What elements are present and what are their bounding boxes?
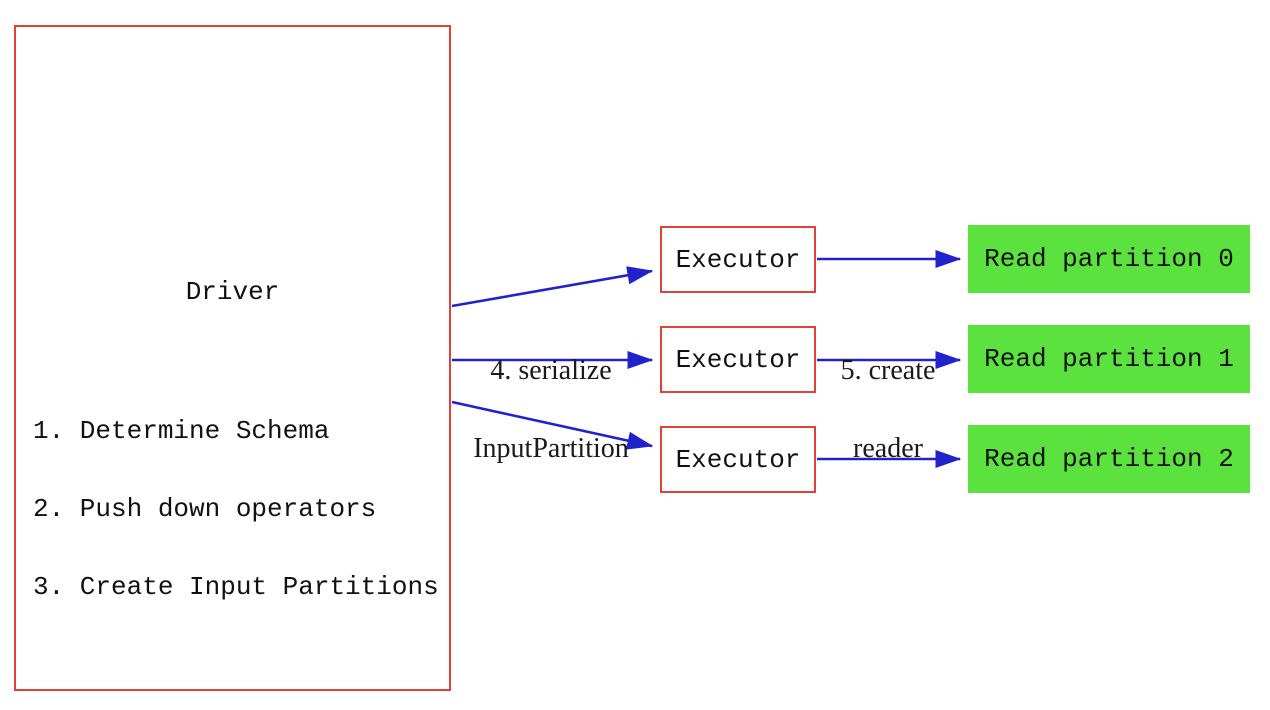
- driver-title: Driver: [185, 277, 280, 307]
- executor-box-0: Executor: [660, 226, 816, 293]
- driver-box: Driver 1. Determine Schema 2. Push down …: [14, 25, 451, 691]
- serialize-label-line1: 4. serialize: [490, 355, 612, 386]
- executor-label-1: Executor: [675, 344, 801, 375]
- partition-label-0: Read partition 0: [984, 244, 1234, 274]
- executor-label-2: Executor: [675, 444, 801, 475]
- partition-label-1: Read partition 1: [984, 344, 1234, 374]
- partition-box-2: Read partition 2: [968, 425, 1250, 493]
- executor-box-2: Executor: [660, 426, 816, 493]
- create-reader-label: 5. create reader: [841, 306, 936, 514]
- executor-label-0: Executor: [675, 244, 801, 275]
- serialize-inputpartition-label: 4. serialize InputPartition: [473, 306, 629, 514]
- arrow-driver-to-executor-0: [451, 266, 654, 308]
- serialize-label-line2: InputPartition: [473, 433, 629, 464]
- driver-step-3: 3. Create Input Partitions: [33, 572, 439, 602]
- driver-steps: 1. Determine Schema 2. Push down operato…: [33, 366, 439, 652]
- create-reader-label-line2: reader: [853, 433, 923, 464]
- driver-step-1: 1. Determine Schema: [33, 416, 330, 446]
- create-reader-label-line1: 5. create: [840, 355, 936, 386]
- driver-step-2: 2. Push down operators: [33, 494, 377, 524]
- partition-box-0: Read partition 0: [968, 225, 1250, 293]
- partition-label-2: Read partition 2: [984, 444, 1234, 474]
- partition-box-1: Read partition 1: [968, 325, 1250, 393]
- executor-box-1: Executor: [660, 326, 816, 393]
- arrow-driver-to-executor-2: [451, 400, 654, 450]
